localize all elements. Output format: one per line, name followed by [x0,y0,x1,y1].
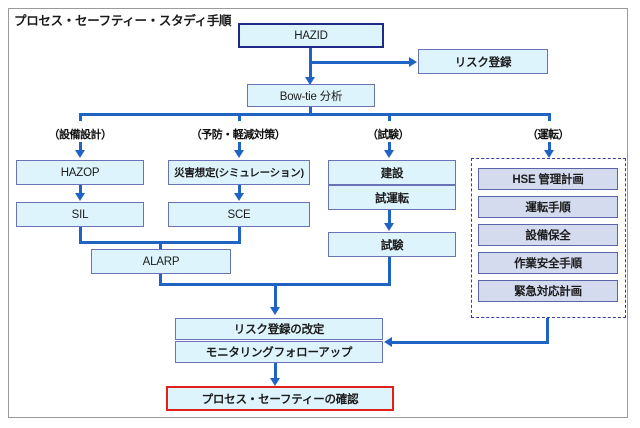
connector-operation-drop [548,142,551,152]
node-bowtie-analysis[interactable]: Bow-tie 分析 [247,84,375,107]
connector-bowtie-to-bus [309,107,312,116]
connector-bus-to-testing [388,113,391,121]
node-risk-register-revision[interactable]: リスク登録の改定 [175,318,383,340]
arrowhead-prevention-icon [234,150,244,158]
arrowhead-design-icon [75,150,85,158]
phase-label-prevention: （予防・軽減対策） [190,129,286,141]
node-process-safety-confirmation[interactable]: プロセス・セーフティーの確認 [166,386,394,411]
node-hazid[interactable]: HAZID [238,23,384,48]
connector-alarp-stem [159,241,162,250]
node-hazop[interactable]: HAZOP [16,160,144,185]
node-monitoring-followup[interactable]: モニタリングフォローアップ [175,341,383,363]
connector-distribution-bus [79,113,551,116]
arrowhead-hazop-to-sil-icon [75,193,85,201]
connector-operation-feedback [392,341,549,344]
arrowhead-simulation-to-sce-icon [234,193,244,201]
node-construction[interactable]: 建設 [328,160,456,185]
arrowhead-operation-feedback-icon [384,337,392,347]
arrowhead-operation-icon [544,150,554,158]
connector-simulation-to-sce [238,185,241,195]
connector-prevention-drop [238,142,241,152]
node-hse-management-plan[interactable]: HSE 管理計画 [478,168,618,190]
connector-hazid-to-risk-register [309,61,411,64]
connector-bus-to-operation [548,113,551,121]
phase-label-design: （設備設計） [48,129,113,141]
connector-hazop-to-sil [79,185,82,195]
connector-sce-down [238,227,241,244]
connector-to-confirmation [274,363,277,380]
arrowhead-commissioning-to-test-icon [384,223,394,231]
page-title: プロセス・セーフティー・スタディ手順 [14,14,232,28]
node-operating-procedure[interactable]: 運転手順 [478,196,618,218]
connector-bus-to-design [79,113,82,121]
connector-to-risk-revision [274,283,277,309]
arrowhead-to-risk-register-icon [409,57,417,67]
connector-alarp-down [159,274,162,286]
connector-design-drop [79,142,82,152]
connector-commissioning-to-test [388,210,391,225]
node-sce[interactable]: SCE [168,202,310,227]
node-work-safety-procedure[interactable]: 作業安全手順 [478,252,618,274]
connector-operation-group-down [546,318,549,344]
node-sil[interactable]: SIL [16,202,144,227]
node-commissioning[interactable]: 試運転 [328,185,456,210]
connector-sil-down [79,227,82,244]
arrowhead-to-risk-revision-icon [270,307,280,315]
node-alarp[interactable]: ALARP [91,249,231,274]
connector-bus-to-prevention [238,113,241,121]
arrowhead-hazid-to-bowtie-icon [305,77,315,85]
phase-label-testing: （試験） [367,129,410,141]
arrowhead-to-confirmation-icon [270,378,280,386]
node-test[interactable]: 試験 [328,232,456,257]
operation-group [471,158,626,318]
connector-testing-drop [388,142,391,152]
node-disaster-simulation[interactable]: 災害想定(シミュレーション) [168,160,310,185]
node-equipment-maintenance[interactable]: 設備保全 [478,224,618,246]
arrowhead-testing-icon [384,150,394,158]
node-risk-register[interactable]: リスク登録 [418,49,548,74]
phase-label-operation: （運転） [527,129,570,141]
node-emergency-response-plan[interactable]: 緊急対応計画 [478,280,618,302]
connector-test-down [388,257,391,284]
